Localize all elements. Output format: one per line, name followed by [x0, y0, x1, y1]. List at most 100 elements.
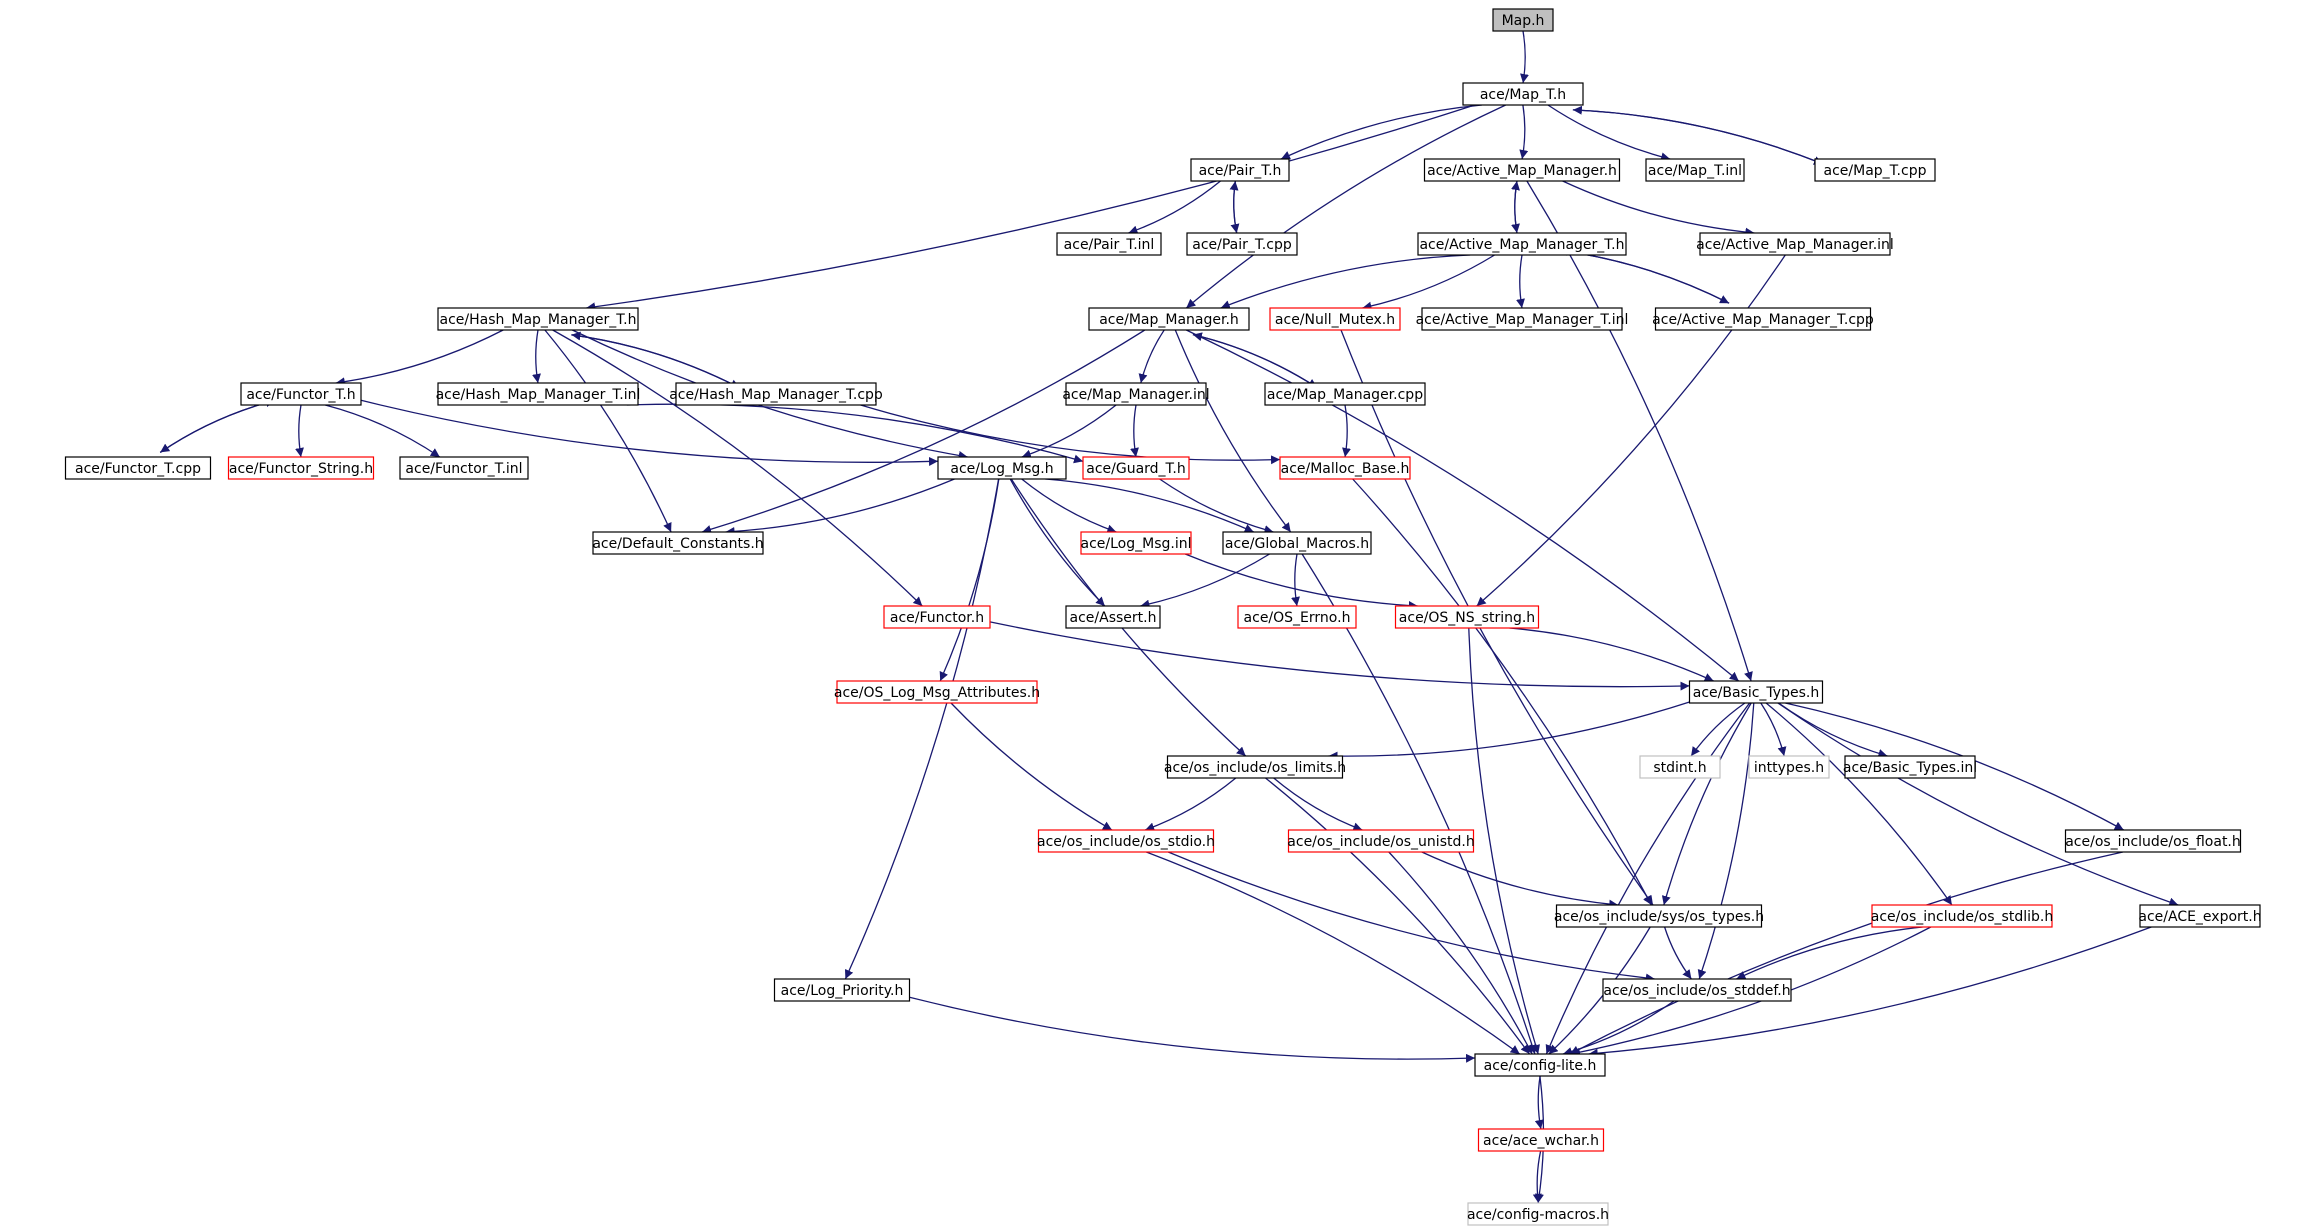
edge-n23-to-n27 [1021, 478, 1117, 534]
node-n43[interactable]: ace/os_include/os_stdlib.h [1871, 904, 2053, 928]
node-n14[interactable]: ace/Active_Map_Manager_T.cpp [1652, 307, 1874, 331]
node-n30[interactable]: ace/Assert.h [1065, 605, 1161, 629]
node-label: ace/Map_T.h [1480, 87, 1566, 103]
node-box [1056, 232, 1162, 256]
edge-n47-to-n48 [1534, 1075, 1544, 1130]
edge-n11-to-n28 [1174, 329, 1292, 533]
node-label: ace/Log_Msg.inl [1081, 536, 1192, 552]
node-n44[interactable]: ace/ACE_export.h [2138, 904, 2262, 928]
node-n26[interactable]: ace/Default_Constants.h [592, 531, 764, 555]
node-n22[interactable]: ace/Functor_T.inl [399, 456, 529, 480]
edge-n18-to-n23 [1021, 404, 1117, 459]
edge-n8-to-n12 [1362, 254, 1495, 311]
node-label: ace/Active_Map_Manager_T.cpp [1652, 312, 1874, 328]
node-n28[interactable]: ace/Global_Macros.h [1222, 531, 1372, 555]
node-n37[interactable]: inttypes.h [1748, 755, 1830, 779]
node-box [64, 456, 212, 480]
node-n38[interactable]: ace/Basic_Types.inl [1843, 755, 1977, 779]
node-n33[interactable]: ace/OS_Log_Msg_Attributes.h [834, 680, 1040, 704]
edge-n39-to-n47 [1146, 851, 1521, 1055]
edge-n10-to-n15 [335, 329, 504, 387]
node-n36[interactable]: stdint.h [1639, 755, 1721, 779]
node-n8[interactable]: ace/Active_Map_Manager_T.h [1417, 232, 1627, 256]
node-box [1080, 531, 1192, 555]
node-n25[interactable]: ace/Malloc_Base.h [1279, 456, 1411, 480]
node-n1[interactable]: ace/Map_T.h [1462, 82, 1584, 106]
node-n49[interactable]: ace/config-macros.h [1467, 1202, 1609, 1226]
node-label: ace/Hash_Map_Manager_T.cpp [669, 387, 883, 403]
node-n39[interactable]: ace/os_include/os_stdio.h [1037, 829, 1215, 853]
edge-n2-to-n6 [1128, 180, 1221, 235]
node-n3[interactable]: ace/Active_Map_Manager.h [1423, 158, 1621, 182]
edge-n23-to-n30 [1009, 478, 1106, 607]
node-n16[interactable]: ace/Hash_Map_Manager_T.inl [436, 382, 641, 406]
edge-n23-to-n26 [725, 478, 955, 536]
node-n42[interactable]: ace/os_include/sys/os_types.h [1554, 904, 1764, 928]
node-box [592, 531, 764, 555]
node-label: ace/Default_Constants.h [592, 536, 763, 552]
node-label: ace/Log_Priority.h [781, 983, 904, 999]
node-n34[interactable]: ace/Basic_Types.h [1688, 680, 1824, 704]
node-n4[interactable]: ace/Map_T.inl [1645, 158, 1745, 182]
node-box [1814, 158, 1936, 182]
edge-n41-to-n47 [1569, 851, 2124, 1055]
edge-n19-to-n25 [1342, 404, 1351, 458]
node-n0[interactable]: Map.h [1492, 8, 1554, 32]
node-n7[interactable]: ace/Pair_T.cpp [1186, 232, 1298, 256]
node-box [1065, 605, 1161, 629]
node-n45[interactable]: ace/Log_Priority.h [773, 978, 911, 1002]
edge-n45-to-n47 [909, 996, 1476, 1063]
node-n15[interactable]: ace/Functor_T.h [240, 382, 362, 406]
node-n24[interactable]: ace/Guard_T.h [1082, 456, 1190, 480]
node-box [437, 307, 639, 331]
edge-n23-to-n33 [939, 478, 1000, 682]
node-n9[interactable]: ace/Active_Map_Manager.inl [1696, 232, 1894, 256]
node-n6[interactable]: ace/Pair_T.inl [1056, 232, 1162, 256]
node-n35[interactable]: ace/os_include/os_limits.h [1164, 755, 1346, 779]
node-label: ace/Guard_T.h [1086, 461, 1186, 477]
node-n41[interactable]: ace/os_include/os_float.h [2064, 829, 2242, 853]
node-n32[interactable]: ace/OS_NS_string.h [1394, 605, 1540, 629]
node-n23[interactable]: ace/Log_Msg.h [937, 456, 1067, 480]
edge-n11-to-n18 [1138, 329, 1165, 384]
node-box [1467, 1202, 1609, 1226]
node-n11[interactable]: ace/Map_Manager.h [1088, 307, 1250, 331]
node-box [1474, 1053, 1606, 1077]
node-box [437, 382, 639, 406]
node-n18[interactable]: ace/Map_Manager.inl [1062, 382, 1210, 406]
node-n19[interactable]: ace/Map_Manager.cpp [1264, 382, 1426, 406]
edge-n28-to-n30 [1140, 553, 1270, 609]
edge-n32-to-n34 [1509, 627, 1714, 682]
node-n29[interactable]: ace/Functor.h [883, 605, 991, 629]
node-n31[interactable]: ace/OS_Errno.h [1237, 605, 1357, 629]
node-box [1037, 829, 1215, 853]
edge-n34-to-n43 [1765, 702, 1953, 906]
node-box [1844, 755, 1976, 779]
node-n21[interactable]: ace/Functor_String.h [227, 456, 375, 480]
node-n12[interactable]: ace/Null_Mutex.h [1269, 307, 1401, 331]
edge-n8-to-n11 [1220, 254, 1471, 309]
node-label: ace/Assert.h [1070, 610, 1157, 626]
node-n46[interactable]: ace/os_include/os_stddef.h [1602, 978, 1792, 1002]
node-n27[interactable]: ace/Log_Msg.inl [1080, 531, 1192, 555]
node-n17[interactable]: ace/Hash_Map_Manager_T.cpp [669, 382, 883, 406]
node-box [773, 978, 911, 1002]
node-n5[interactable]: ace/Map_T.cpp [1814, 158, 1936, 182]
node-n13[interactable]: ace/Active_Map_Manager_T.inl [1416, 307, 1629, 331]
node-label: ace/Functor_T.inl [405, 461, 522, 477]
edge-n10-to-n29 [552, 329, 923, 607]
node-n47[interactable]: ace/config-lite.h [1474, 1053, 1606, 1077]
node-n40[interactable]: ace/os_include/os_unistd.h [1287, 829, 1475, 853]
node-n48[interactable]: ace/ace_wchar.h [1477, 1128, 1605, 1152]
node-label: ace/OS_Log_Msg_Attributes.h [834, 685, 1040, 701]
edge-n32-to-n47 [1468, 627, 1540, 1055]
edge-n11-to-n26 [701, 329, 1146, 534]
node-label: ace/os_include/os_limits.h [1164, 760, 1346, 776]
node-n2[interactable]: ace/Pair_T.h [1190, 158, 1290, 182]
edge-n28-to-n31 [1291, 553, 1300, 607]
node-n10[interactable]: ace/Hash_Map_Manager_T.h [437, 307, 639, 331]
node-label: ace/os_include/sys/os_types.h [1554, 909, 1764, 925]
node-box [1264, 382, 1426, 406]
node-label: ace/Functor_String.h [229, 461, 373, 477]
node-n20[interactable]: ace/Functor_T.cpp [64, 456, 212, 480]
